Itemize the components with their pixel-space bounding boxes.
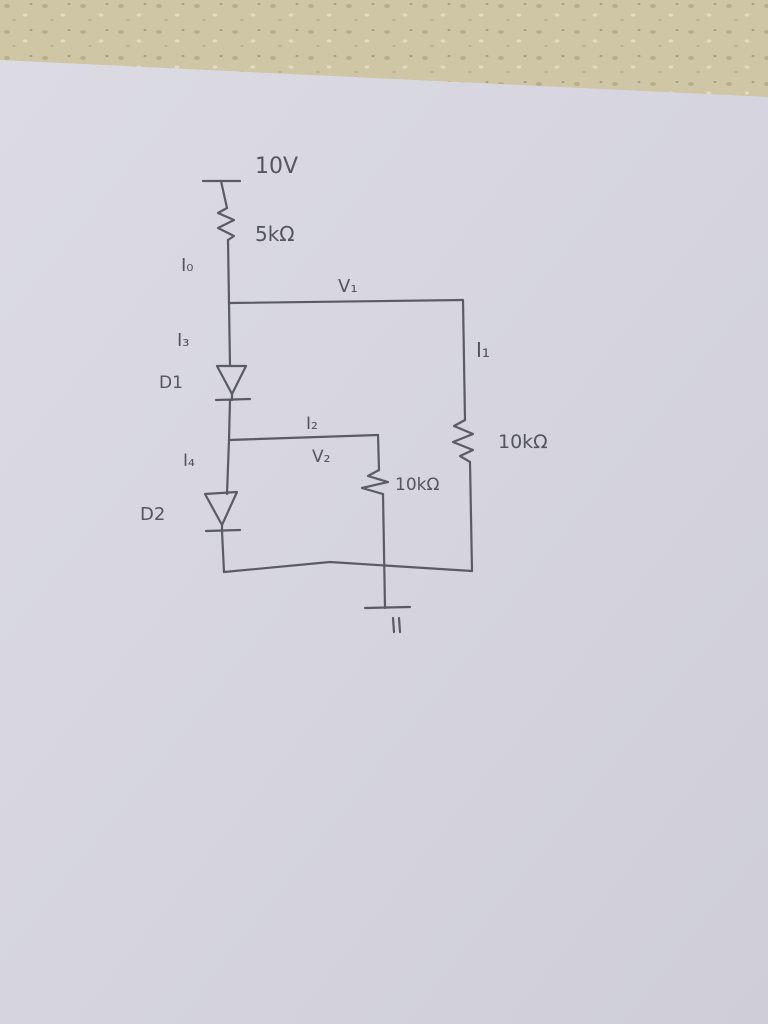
wire-right-branch-top (461, 298, 467, 422)
wire-v1-right (227, 298, 465, 305)
middle-resistor (360, 468, 390, 496)
label-middle-resistor: 10kΩ (395, 475, 439, 495)
wire-v1-to-d1 (227, 301, 232, 368)
source-resistor (216, 206, 236, 242)
ground-symbol (363, 605, 412, 634)
label-supply-voltage: 10V (255, 154, 298, 179)
wire-d2-to-bottom (220, 529, 226, 574)
label-diode-d1: D1 (159, 373, 183, 393)
right-resistor (451, 418, 475, 464)
wire-source-to-v1 (226, 238, 231, 305)
wire-d1-to-v2 (227, 398, 232, 442)
wire-middle-branch-bottom (381, 492, 387, 610)
label-right-resistor: 10kΩ (498, 431, 548, 453)
wire-v2-to-d2 (225, 438, 231, 496)
label-current-i3: I₃ (177, 330, 190, 351)
label-current-i1: I₁ (476, 338, 490, 362)
wire-bottom-rail (222, 560, 474, 574)
wire-v2-right (227, 433, 380, 442)
wire-middle-branch-top (376, 433, 381, 472)
label-node-v1: V₁ (338, 276, 358, 297)
wire-right-branch-bottom (468, 460, 474, 573)
label-node-v2: V₂ (312, 447, 330, 467)
label-current-i0: I₀ (181, 255, 194, 276)
label-diode-d2: D2 (140, 504, 165, 525)
label-current-i2: I₂ (306, 414, 318, 434)
supply-terminal (201, 179, 242, 210)
label-current-i4: I₄ (183, 451, 195, 471)
diode-d1 (214, 364, 252, 402)
label-source-resistor: 5kΩ (255, 222, 295, 246)
